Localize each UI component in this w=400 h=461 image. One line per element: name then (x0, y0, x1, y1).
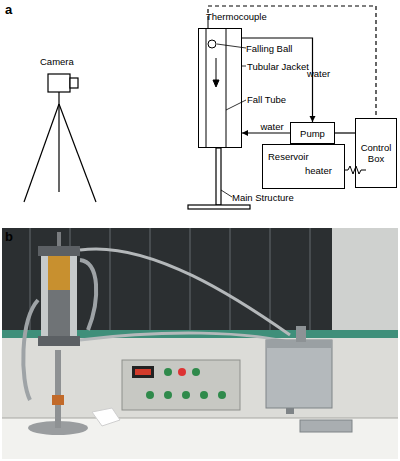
node-label: Reservoir (268, 151, 309, 162)
jacket-box: Falling Ball (198, 28, 242, 148)
pump-box: Pump (290, 122, 335, 144)
part-name: Camera (40, 56, 74, 67)
water-line (242, 38, 316, 122)
connector-line (335, 132, 355, 133)
photo (2, 228, 398, 459)
flow-label: water (260, 121, 283, 132)
part-name: Thermocouple (206, 11, 267, 22)
reservoir-box: Reservoir (262, 144, 345, 189)
arrow-head (310, 116, 316, 122)
panel-letter: a (5, 4, 12, 15)
signal-wire (208, 6, 376, 118)
part-name: heater (305, 165, 332, 176)
node-label: Control Box (356, 142, 396, 164)
flow-label: water (307, 68, 330, 79)
camera-icon (24, 74, 96, 202)
node-label: Pump (291, 128, 334, 139)
part-name: Fall Tube (247, 94, 286, 105)
connector-line (242, 132, 290, 133)
control-box: Control Box (355, 118, 397, 188)
part-name: Main Structure (232, 192, 294, 203)
connector-line (208, 6, 376, 118)
panel-letter: b (5, 231, 13, 242)
arrow-head (242, 130, 248, 136)
connector-line (242, 38, 313, 122)
node-label: Falling Ball (246, 43, 292, 54)
water-line (335, 133, 355, 134)
part-name: Tubular Jacket (247, 61, 309, 72)
fall-tube (206, 20, 226, 148)
